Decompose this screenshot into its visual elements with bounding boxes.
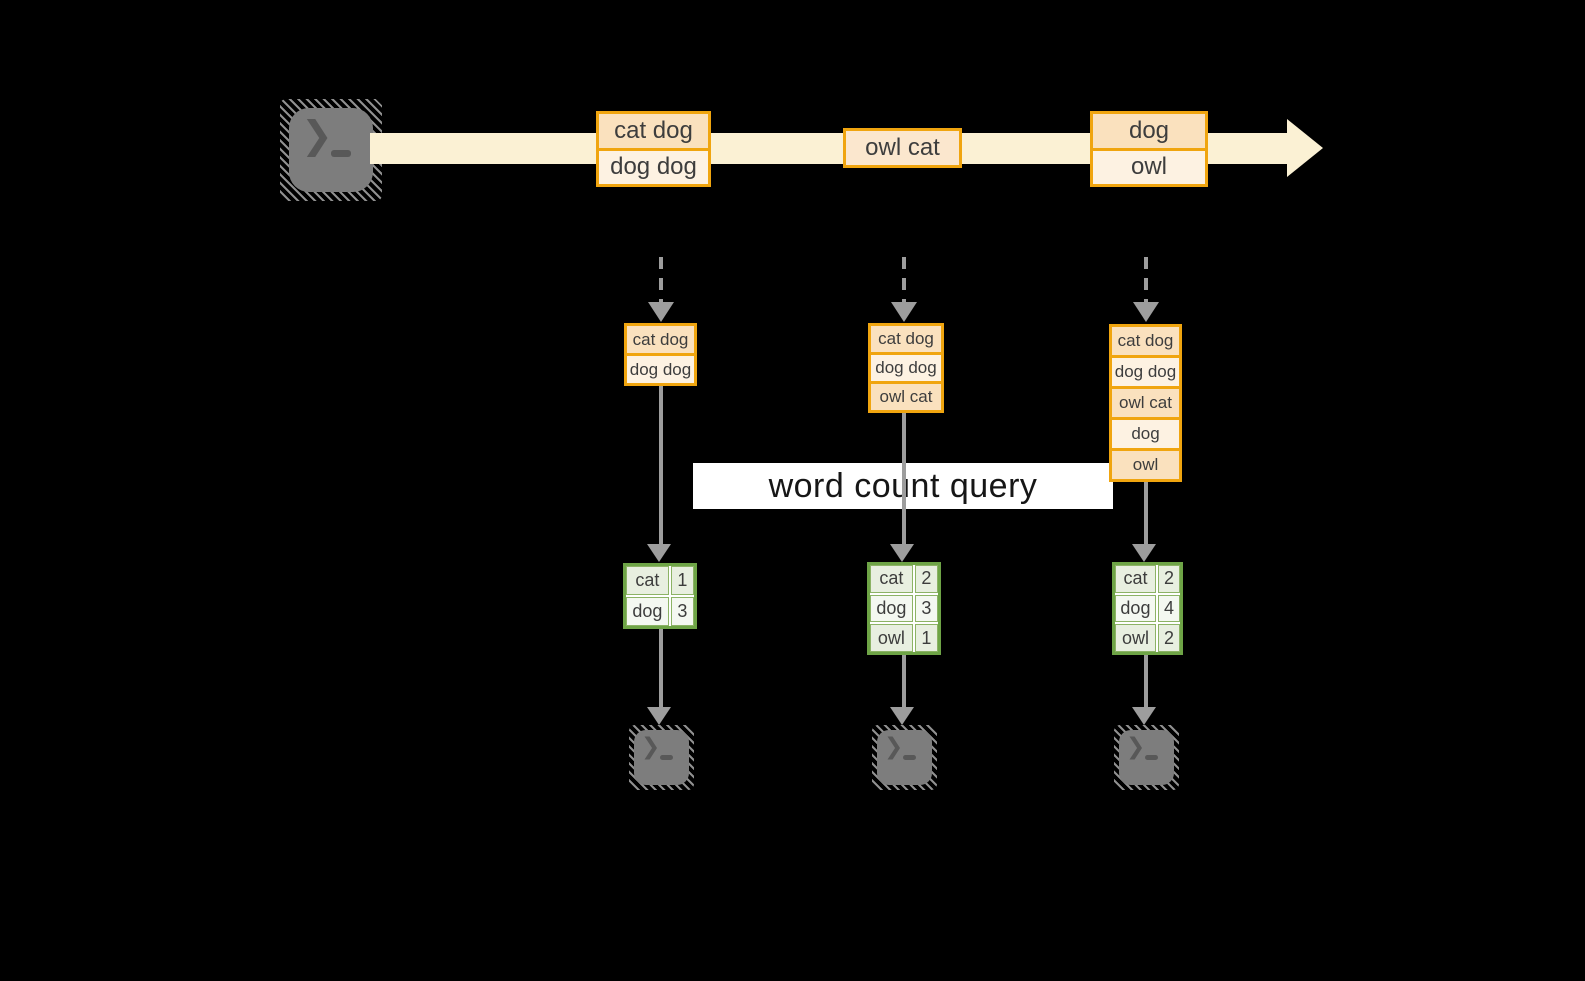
count-table-2: cat 2 dog 3 owl 1	[867, 562, 941, 655]
terminal-cursor-icon	[903, 755, 916, 760]
output-arrow-3	[1132, 655, 1158, 725]
count-value: 1	[670, 566, 694, 595]
stream-record: dog dog	[599, 150, 708, 184]
count-word: cat	[626, 566, 669, 595]
arrow-line	[659, 629, 663, 707]
terminal-screen: ❯	[289, 108, 373, 192]
source-terminal-icon: ❯	[280, 99, 382, 201]
record-buffer-1: cat dog dog dog	[624, 323, 697, 386]
arrow-head-icon	[1132, 544, 1156, 562]
arrow-line	[659, 386, 663, 544]
output-arrow-1	[647, 629, 673, 725]
stream-record: dog	[1093, 114, 1205, 148]
record-buffer-2: cat dog dog dog owl cat	[868, 323, 944, 413]
sink-terminal-icon-3: ❯	[1114, 725, 1179, 790]
query-arrow-1	[647, 386, 673, 562]
arrow-head-icon	[1133, 302, 1159, 322]
buffer-row: cat dog	[627, 326, 694, 353]
sink-terminal-icon-1: ❯	[629, 725, 694, 790]
count-word: dog	[626, 597, 669, 626]
buffer-row: dog dog	[1112, 358, 1179, 386]
arrow-head-icon	[647, 544, 671, 562]
buffer-row: cat dog	[1112, 327, 1179, 355]
ingest-arrow-3	[1133, 257, 1159, 322]
terminal-prompt-icon: ❯	[301, 115, 333, 157]
terminal-prompt-icon: ❯	[884, 733, 904, 759]
arrow-head-icon	[891, 302, 917, 322]
arrow-head-icon	[1132, 707, 1156, 725]
arrow-line	[1144, 482, 1148, 544]
terminal-screen: ❯	[1119, 730, 1174, 785]
arrow-line	[1144, 257, 1148, 302]
terminal-screen: ❯	[877, 730, 932, 785]
query-arrow-3	[1132, 482, 1158, 562]
arrow-head-icon	[890, 707, 914, 725]
buffer-row: owl cat	[1112, 389, 1179, 417]
stream-event-1: cat dog dog dog	[596, 111, 711, 187]
count-word: cat	[870, 565, 913, 593]
count-table-3: cat 2 dog 4 owl 2	[1112, 562, 1183, 655]
count-word: owl	[870, 624, 913, 652]
stream-arrow-head-icon	[1287, 119, 1323, 177]
buffer-row: dog dog	[871, 355, 941, 381]
stream-record: owl	[1093, 150, 1205, 184]
ingest-arrow-1	[648, 257, 674, 322]
buffer-row: owl	[1112, 451, 1179, 479]
arrow-line	[902, 413, 906, 544]
count-word: dog	[870, 594, 913, 623]
count-value: 4	[1157, 594, 1180, 623]
count-table-1: cat 1 dog 3	[623, 563, 697, 629]
ingest-arrow-2	[891, 257, 917, 322]
arrow-head-icon	[648, 302, 674, 322]
terminal-cursor-icon	[1145, 755, 1158, 760]
terminal-screen: ❯	[634, 730, 689, 785]
buffer-row: owl cat	[871, 384, 941, 410]
terminal-prompt-icon: ❯	[641, 733, 661, 759]
count-value: 1	[914, 624, 938, 652]
count-value: 3	[914, 594, 938, 623]
arrow-line	[902, 655, 906, 707]
terminal-cursor-icon	[660, 755, 673, 760]
count-word: owl	[1115, 624, 1156, 652]
stream-record: owl cat	[846, 131, 959, 165]
stream-record: cat dog	[599, 114, 708, 148]
arrow-head-icon	[647, 707, 671, 725]
terminal-cursor-icon	[331, 150, 351, 157]
count-word: dog	[1115, 594, 1156, 623]
buffer-row: dog	[1112, 420, 1179, 448]
record-buffer-3: cat dog dog dog owl cat dog owl	[1109, 324, 1182, 482]
buffer-row: cat dog	[871, 326, 941, 352]
count-value: 3	[670, 597, 694, 626]
count-value: 2	[1157, 624, 1180, 652]
arrow-line	[659, 257, 663, 302]
stream-event-2: owl cat	[843, 128, 962, 168]
query-arrow-2	[890, 413, 916, 562]
terminal-prompt-icon: ❯	[1126, 733, 1146, 759]
count-value: 2	[914, 565, 938, 593]
stream-event-3: dog owl	[1090, 111, 1208, 187]
arrow-line	[1144, 655, 1148, 707]
count-value: 2	[1157, 565, 1180, 593]
sink-terminal-icon-2: ❯	[872, 725, 937, 790]
arrow-line	[902, 257, 906, 302]
buffer-row: dog dog	[627, 356, 694, 383]
output-arrow-2	[890, 655, 916, 725]
count-word: cat	[1115, 565, 1156, 593]
arrow-head-icon	[890, 544, 914, 562]
